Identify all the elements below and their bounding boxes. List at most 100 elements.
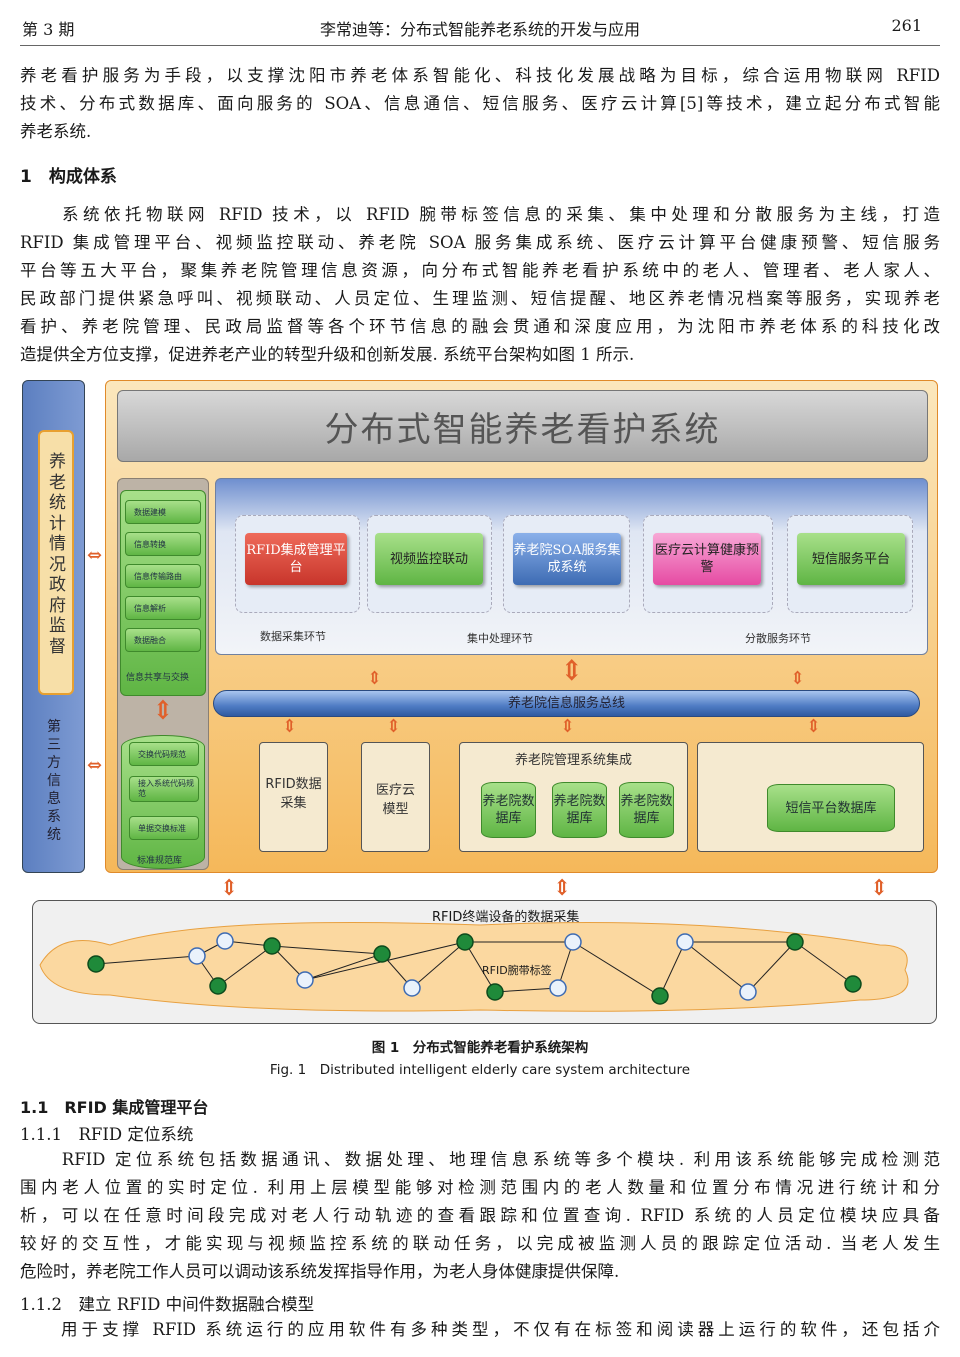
rfid-tag-node	[739, 983, 757, 1001]
vertical-double-arrow-icon: ⇕	[152, 696, 174, 726]
module-soa: 养老院SOA服务集成系统	[513, 533, 621, 585]
mgmt-title: 养老院管理系统集成	[514, 753, 632, 768]
figure-caption-en: Fig. 1 Distributed intelligent elderly c…	[269, 1062, 691, 1078]
exchange-title: 信息共享与交换	[126, 673, 190, 683]
rfid-reader-node	[486, 983, 504, 1001]
line: 造提供全方位支撑，促进养老产业的转型升级和创新发展. 系统平台架构如图 1 所示…	[20, 345, 635, 364]
paragraph-4: 用于支撑 RFID 系统运行的应用软件有多种类型，不仅有在标签和阅读器上运行的软…	[20, 1316, 940, 1344]
figure-caption-cn: 图 1 分布式智能养老看护系统架构	[371, 1040, 589, 1056]
vertical-double-arrow-icon: ⇕	[790, 668, 806, 689]
vertical-double-arrow-icon: ⇕	[553, 875, 572, 901]
exchange-item: 数据建模	[125, 500, 201, 524]
database-icon: 养老院数据库	[552, 782, 607, 838]
rfid-reader-node	[456, 933, 474, 951]
rfid-reader-node	[87, 955, 105, 973]
line: 平台等五大平台，聚集养老院管理信息资源，向分布式智能养老看护系统中的老人、管理者…	[20, 261, 940, 280]
double-arrow-icon: ⇔	[87, 755, 103, 776]
network-link	[95, 955, 198, 965]
standards-title: 标准规范库	[137, 856, 183, 866]
figure-title: 分布式智能养老看护系统	[117, 390, 928, 462]
exchange-item: 信息解析	[125, 596, 201, 620]
exchange-item: 信息传输路由	[125, 564, 201, 588]
line: 围内老人位置的实时定位. 利用上层模型能够对检测范围内的老人数量和位置分布情况进…	[20, 1178, 940, 1197]
vertical-double-arrow-icon: ⇕	[282, 716, 298, 737]
rfid-tag-node	[564, 933, 582, 951]
network-link	[217, 945, 273, 987]
network-link	[464, 941, 496, 993]
rfid-data-collection: RFID数据采集	[259, 742, 328, 852]
govt-supervision-box: 养老统计情况政府监督	[38, 430, 74, 695]
line: RFID 定位系统包括数据通讯、数据处理、地理信息系统等多个模块. 利用该系统能…	[20, 1150, 940, 1169]
line: 危险时，养老院工作人员可以调动该系统发挥指导作用，为老人身体健康提供保障.	[20, 1262, 620, 1281]
rfid-tag-node	[549, 979, 567, 997]
section-heading-1-1-2: 1.1.2 建立 RFID 中间件数据融合模型	[20, 1295, 315, 1314]
line: 养老看护服务为手段，以支撑沈阳市养老体系智能化、科技化发展战略为目标，综合运用物…	[20, 66, 940, 85]
network-link	[684, 941, 749, 993]
running-title: 李常迪等：分布式智能养老系统的开发与应用	[319, 20, 640, 39]
line: 析，可以在任意时间段完成对老人行动轨迹的查看跟踪和位置查询. RFID 系统的人…	[20, 1206, 940, 1225]
rfid-tag-node	[403, 979, 421, 997]
wristband-tag-label: RFID腕带标签	[482, 964, 552, 977]
database-icon: 养老院数据库	[481, 782, 536, 838]
exchange-item: 数据融合	[125, 628, 201, 652]
paragraph-2: 系统依托物联网 RFID 技术，以 RFID 腕带标签信息的采集、集中处理和分散…	[20, 201, 940, 369]
rfid-reader-node	[263, 937, 281, 955]
stage-label: 集中处理环节	[467, 632, 533, 645]
medical-cloud-model: 医疗云模型	[361, 742, 430, 852]
third-party-label: 第三方信息系统	[47, 719, 61, 843]
vertical-double-arrow-icon: ⇕	[870, 875, 889, 901]
rfid-tag-node	[296, 971, 314, 989]
network-link	[494, 987, 559, 993]
line: 用于支撑 RFID 系统运行的应用软件有多种类型，不仅有在标签和阅读器上运行的软…	[20, 1320, 940, 1339]
line: RFID 集成管理平台、视频监控联动、养老院 SOA 服务集成系统、医疗云计算平…	[20, 233, 940, 252]
network-title: RFID终端设备的数据采集	[432, 910, 580, 925]
vertical-double-arrow-icon: ⇕	[560, 716, 576, 737]
module-sms: 短信服务平台	[797, 533, 905, 585]
standard-item: 单据交换标准	[129, 816, 199, 840]
line: 养老系统.	[20, 122, 92, 141]
vertical-double-arrow-icon: ⇕	[560, 654, 584, 687]
vertical-double-arrow-icon: ⇕	[367, 668, 383, 689]
network-link	[747, 941, 796, 993]
stage-label: 数据采集环节	[260, 630, 326, 643]
sms-database: 短信平台数据库	[767, 784, 895, 832]
double-arrow-icon: ⇔	[87, 545, 103, 566]
vertical-double-arrow-icon: ⇕	[220, 875, 239, 901]
line: 民政部门提供紧急呼叫、视频联动、人员定位、生理监测、短信提醒、地区养老情况档案等…	[20, 289, 940, 308]
standard-item: 交换代码规范	[129, 742, 199, 766]
network-link	[271, 945, 383, 955]
stage-label: 分散服务环节	[745, 632, 811, 645]
section-heading-1: 1 构成体系	[20, 167, 117, 187]
paragraph-1: 养老看护服务为手段，以支撑沈阳市养老体系智能化、科技化发展战略为目标，综合运用物…	[20, 62, 940, 146]
rfid-tag-node	[188, 947, 206, 965]
info-service-bus: 养老院信息服务总线	[213, 690, 920, 717]
section-heading-1-1: 1.1 RFID 集成管理平台	[20, 1098, 209, 1117]
issue-number: 第 3 期	[22, 20, 75, 39]
network-link	[572, 941, 661, 997]
module-rfid: RFID集成管理平台	[245, 533, 347, 585]
rfid-tag-node	[676, 933, 694, 951]
network-link	[659, 941, 686, 997]
network-link	[304, 953, 383, 981]
section-heading-1-1-1: 1.1.1 RFID 定位系统	[20, 1125, 194, 1144]
line: 系统依托物联网 RFID 技术，以 RFID 腕带标签信息的采集、集中处理和分散…	[20, 205, 940, 224]
rfid-tag-node	[216, 932, 234, 950]
line: 技术、分布式数据库、面向服务的 SOA、信息通信、短信服务、医疗云计算[5]等技…	[20, 94, 940, 113]
line: 看护、养老院管理、民政局监督等各个环节信息的融会贯通和深度应用，为沈阳市养老体系…	[20, 317, 940, 336]
rfid-reader-node	[373, 945, 391, 963]
standard-item: 接入系统代码规范	[129, 776, 199, 802]
rfid-reader-node	[209, 977, 227, 995]
module-video: 视频监控联动	[375, 533, 483, 585]
info-exchange-group	[120, 490, 206, 696]
paragraph-3: RFID 定位系统包括数据通讯、数据处理、地理信息系统等多个模块. 利用该系统能…	[20, 1146, 940, 1286]
network-link	[411, 941, 466, 989]
vertical-double-arrow-icon: ⇕	[386, 716, 402, 737]
network-cloud	[39, 922, 909, 1012]
network-link	[794, 941, 854, 985]
vertical-double-arrow-icon: ⇕	[806, 716, 822, 737]
rfid-reader-node	[651, 987, 669, 1005]
module-cloud: 医疗云计算健康预警	[653, 533, 761, 585]
header-rule	[20, 45, 940, 46]
rfid-reader-node	[844, 975, 862, 993]
